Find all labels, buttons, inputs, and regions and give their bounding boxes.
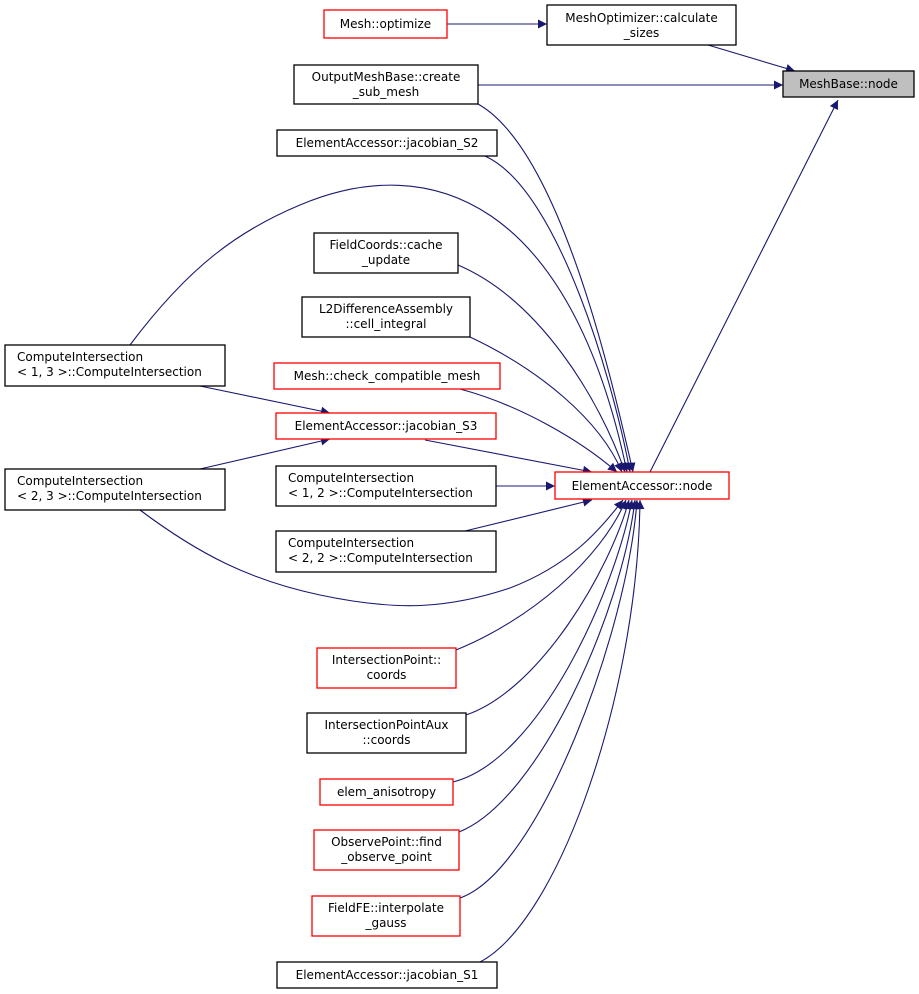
node-label: _update: [361, 253, 410, 267]
node-cell-integral[interactable]: L2DifferenceAssembly ::cell_integral: [301, 296, 471, 338]
node-jacobian-s2[interactable]: ElementAccessor::jacobian_S2: [276, 129, 498, 157]
edge-check-compatible-to-ea-node: [459, 388, 618, 473]
edge-ci22-to-ea-node: [464, 497, 593, 532]
node-label: ::coords: [363, 733, 411, 747]
edge-ci23-to-ea-node: [139, 499, 624, 607]
node-ipa-coords[interactable]: IntersectionPointAux ::coords: [306, 712, 467, 754]
edge-calc-sizes-to-meshbase-node: [707, 44, 796, 73]
edge-s1-to-ea-node: [479, 499, 645, 963]
node-label: ::cell_integral: [346, 317, 427, 331]
node-ci23[interactable]: ComputeIntersection < 2, 3 >::ComputeInt…: [4, 468, 226, 511]
node-ip-coords[interactable]: IntersectionPoint:: coords: [316, 647, 457, 689]
edge-ci13-to-s3: [199, 385, 331, 416]
node-check-compatible-mesh[interactable]: Mesh::check_compatible_mesh: [273, 362, 501, 390]
node-label: < 1, 3 >::ComputeIntersection: [17, 365, 202, 379]
node-label: IntersectionPoint::: [332, 653, 441, 667]
node-label: ElementAccessor::node: [572, 479, 713, 493]
node-label: ElementAccessor::jacobian_S1: [296, 968, 479, 982]
node-label: ComputeIntersection: [288, 471, 414, 485]
edge-ip-coords-to-ea-node: [455, 499, 627, 651]
edge-ipa-coords-to-ea-node: [465, 499, 631, 716]
node-ea-node[interactable]: ElementAccessor::node: [554, 471, 730, 500]
node-label: OutputMeshBase::create: [312, 70, 461, 84]
node-label: ElementAccessor::jacobian_S2: [296, 136, 479, 150]
node-label: ComputeIntersection: [17, 350, 143, 364]
edge-ci13-to-ea-node: [129, 184, 630, 473]
node-create-sub-mesh[interactable]: OutputMeshBase::create _sub_mesh: [293, 64, 479, 105]
node-meshbase-node[interactable]: MeshBase::node: [782, 70, 915, 98]
node-label: coords: [367, 668, 407, 682]
node-cache-update[interactable]: FieldCoords::cache _update: [313, 232, 459, 274]
node-interpolate-gauss[interactable]: FieldFE::interpolate _gauss: [311, 895, 461, 937]
node-ci13[interactable]: ComputeIntersection < 1, 3 >::ComputeInt…: [4, 344, 226, 387]
node-label: _gauss: [364, 916, 406, 930]
node-label: FieldFE::interpolate: [328, 901, 444, 915]
node-label: _sizes: [623, 26, 660, 40]
node-label: FieldCoords::cache: [330, 238, 443, 252]
node-label: ElementAccessor::jacobian_S3: [295, 419, 478, 433]
edge-find-observe-to-ea-node: [458, 499, 639, 833]
edge-interpolate-gauss-to-ea-node: [459, 499, 641, 899]
node-mesh-optimize[interactable]: Mesh::optimize: [323, 9, 448, 39]
node-label: MeshBase::node: [799, 77, 898, 91]
node-ci12[interactable]: ComputeIntersection < 1, 2 >::ComputeInt…: [275, 465, 497, 507]
node-label: ComputeIntersection: [288, 536, 414, 550]
node-label: IntersectionPointAux: [324, 718, 448, 732]
node-jacobian-s1[interactable]: ElementAccessor::jacobian_S1: [276, 961, 498, 989]
node-label: _observe_point: [340, 850, 432, 864]
edges: [129, 19, 839, 963]
node-find-observe-point[interactable]: ObservePoint::find _observe_point: [313, 829, 460, 871]
node-ci22[interactable]: ComputeIntersection < 2, 2 >::ComputeInt…: [275, 530, 497, 573]
node-label: elem_anisotropy: [337, 785, 436, 799]
edge-s3-to-ea-node: [424, 439, 593, 475]
node-label: _sub_mesh: [352, 85, 419, 99]
node-calculate-sizes[interactable]: MeshOptimizer::calculate _sizes: [546, 4, 737, 46]
edge-create-sub-mesh-to-ea-node: [477, 103, 636, 473]
node-label: MeshOptimizer::calculate: [565, 11, 717, 25]
edge-ea-node-to-meshbase-node: [649, 99, 839, 473]
edge-elem-anisotropy-to-ea-node: [452, 499, 635, 783]
node-label: ComputeIntersection: [17, 474, 143, 488]
edge-s2-to-ea-node: [484, 155, 633, 473]
edge-ci23-to-s3: [199, 436, 331, 470]
node-label: Mesh::check_compatible_mesh: [294, 369, 481, 383]
node-label: < 2, 2 >::ComputeIntersection: [288, 551, 473, 565]
node-label: L2DifferenceAssembly: [319, 302, 453, 316]
node-label: < 2, 3 >::ComputeIntersection: [17, 489, 202, 503]
edge-cache-update-to-ea-node: [457, 264, 627, 473]
node-label: Mesh::optimize: [340, 17, 431, 31]
node-label: ObservePoint::find: [331, 835, 442, 849]
node-label: < 1, 2 >::ComputeIntersection: [288, 486, 473, 500]
node-elem-anisotropy[interactable]: elem_anisotropy: [319, 778, 454, 806]
node-jacobian-s3[interactable]: ElementAccessor::jacobian_S3: [275, 412, 497, 440]
edge-cell-integral-to-ea-node: [469, 336, 623, 473]
